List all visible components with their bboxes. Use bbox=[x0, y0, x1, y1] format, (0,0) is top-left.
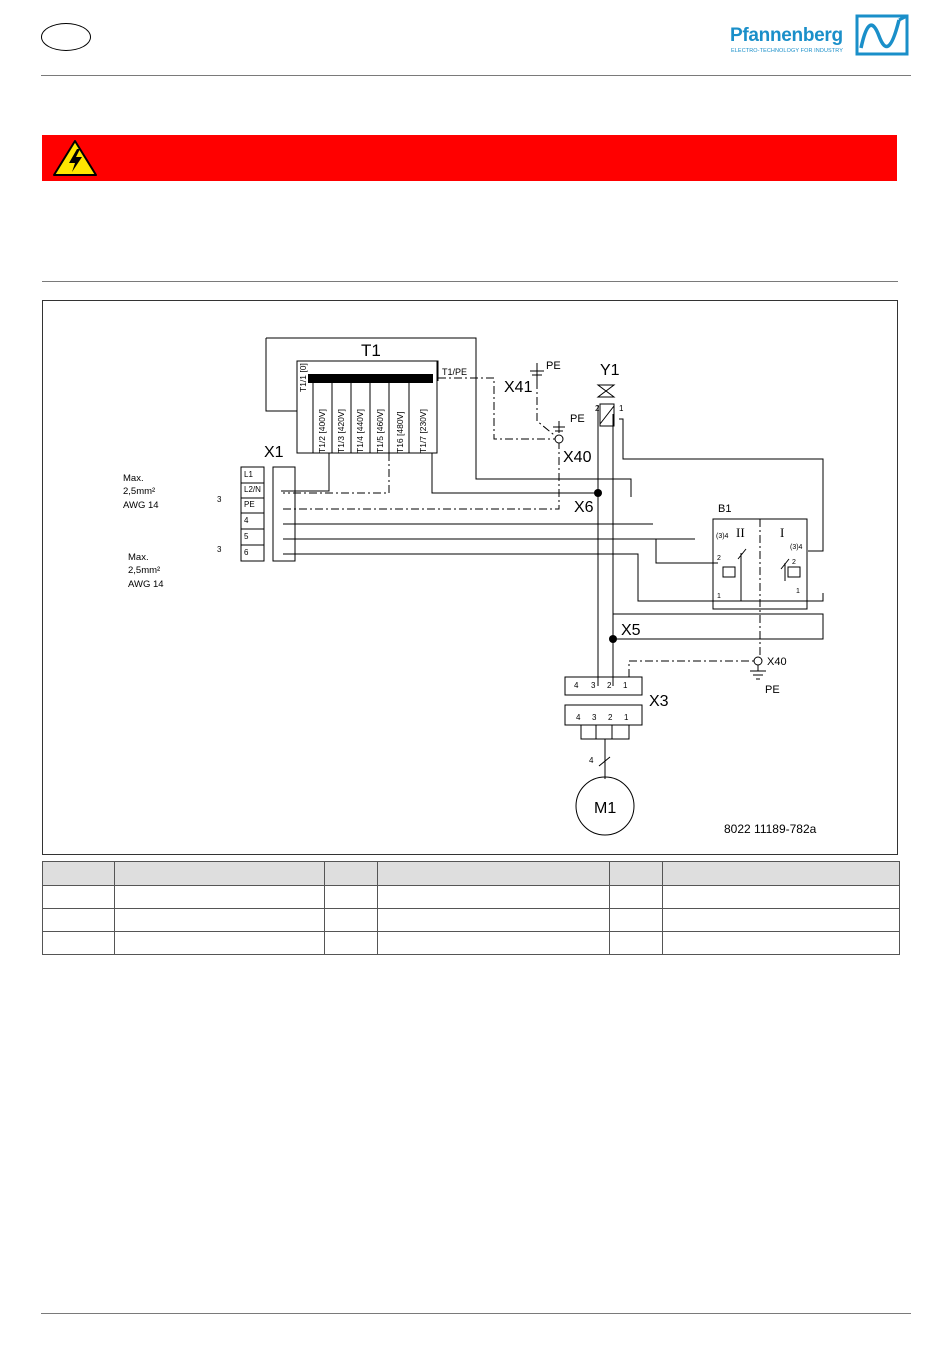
label-x1-terminal-l1: L1 bbox=[244, 470, 253, 479]
table-cell bbox=[377, 908, 610, 932]
label-y1-pin-1: 1 bbox=[619, 404, 624, 413]
label-x3-upper-pin-4: 4 bbox=[574, 681, 579, 690]
label-t1-tap-3: T1/3 [420V] bbox=[336, 409, 346, 453]
label-x3-lower-pin-3: 3 bbox=[592, 713, 597, 722]
label-b1-pin-2-left: 2 bbox=[717, 555, 721, 562]
label-x1-terminal-l2n: L2/N bbox=[244, 485, 261, 494]
table-cell bbox=[662, 861, 900, 886]
label-x3-upper-pin-3: 3 bbox=[591, 681, 596, 690]
table-cell bbox=[324, 908, 378, 932]
label-wire-size-1: 2,5mm² bbox=[123, 486, 155, 497]
table-row bbox=[42, 885, 900, 909]
label-b1-pin-34-right: (3)4 bbox=[790, 544, 803, 551]
label-y1-pin-2: 2 bbox=[595, 404, 600, 413]
drawing-number: 8022 11189-782a bbox=[724, 822, 817, 836]
label-x1-terminal-pe: PE bbox=[244, 500, 255, 509]
table-row bbox=[42, 908, 900, 932]
high-voltage-warning-icon bbox=[53, 140, 97, 176]
label-x3-lower-pin-1: 1 bbox=[624, 713, 629, 722]
warning-banner bbox=[42, 135, 897, 181]
table-cell bbox=[609, 931, 663, 955]
table-cell bbox=[42, 885, 115, 909]
label-x3-upper-pin-1: 1 bbox=[623, 681, 628, 690]
table-cell bbox=[662, 885, 900, 909]
label-pe-3: PE bbox=[765, 684, 780, 696]
label-m1: M1 bbox=[594, 800, 616, 817]
label-x6: X6 bbox=[574, 499, 594, 516]
label-b1: B1 bbox=[718, 503, 731, 515]
label-x40-bottom: X40 bbox=[767, 656, 787, 668]
table-cell bbox=[324, 931, 378, 955]
table-cell bbox=[114, 908, 325, 932]
table-cell bbox=[609, 908, 663, 932]
label-t1-tap-2: T1/2 [400V] bbox=[317, 409, 327, 453]
label-x3-upper-pin-2: 2 bbox=[607, 681, 612, 690]
label-t1-tap-1: T1/1 [0] bbox=[298, 363, 308, 392]
label-wire-size-2: 2,5mm² bbox=[128, 565, 160, 576]
label-t1-tap-7: T1/7 [230V] bbox=[418, 409, 428, 453]
pfannenberg-logo: Pfannenberg ELECTRO-TECHNOLOGY FOR INDUS… bbox=[730, 14, 910, 56]
label-wire-count-3a: 3 bbox=[217, 495, 222, 504]
table-header-row bbox=[42, 861, 900, 886]
label-x1-terminal-5: 5 bbox=[244, 532, 249, 541]
label-t1-tap-4: T1/4 [440V] bbox=[355, 409, 365, 453]
table-cell bbox=[42, 861, 115, 886]
table-cell bbox=[114, 861, 325, 886]
label-awg-1: AWG 14 bbox=[123, 500, 159, 511]
label-t1-pe: T1/PE bbox=[442, 367, 467, 377]
country-code-oval bbox=[41, 23, 91, 51]
table-cell bbox=[662, 931, 900, 955]
table-cell bbox=[42, 931, 115, 955]
table-cell bbox=[609, 861, 663, 886]
label-b1-i: I bbox=[780, 525, 784, 540]
label-b1-pin-2-right: 2 bbox=[792, 559, 796, 566]
label-awg-2: AWG 14 bbox=[128, 579, 164, 590]
label-b1-pin-34-left: (3)4 bbox=[716, 533, 729, 540]
label-pe-1: PE bbox=[546, 360, 561, 372]
table-cell bbox=[114, 931, 325, 955]
label-x1-terminal-4: 4 bbox=[244, 516, 249, 525]
table-cell bbox=[377, 885, 610, 909]
wiring-diagram: T1 T1/PE T1/1 [0] T1/2 [400V] T1/3 [420V… bbox=[42, 300, 898, 855]
table-cell bbox=[662, 908, 900, 932]
label-b1-pin-1-left: 1 bbox=[717, 593, 721, 600]
label-t1: T1 bbox=[361, 341, 381, 360]
label-x3-lower-pin-2: 2 bbox=[608, 713, 613, 722]
label-b1-pin-1-right: 1 bbox=[796, 588, 800, 595]
label-b1-ii: II bbox=[736, 525, 745, 540]
label-x1-terminal-6: 6 bbox=[244, 548, 249, 557]
label-x3-lower-pin-4: 4 bbox=[576, 713, 581, 722]
table-cell bbox=[42, 908, 115, 932]
label-t1-tap-6: T16 [480V] bbox=[395, 411, 405, 453]
header-rule bbox=[41, 75, 911, 76]
table-cell bbox=[377, 861, 610, 886]
table-cell bbox=[324, 861, 378, 886]
parts-table bbox=[42, 861, 900, 955]
label-x40-top: X40 bbox=[563, 449, 592, 466]
label-x3: X3 bbox=[649, 693, 669, 710]
label-t1-tap-5: T1/5 [460V] bbox=[375, 409, 385, 453]
label-pe-2: PE bbox=[570, 413, 585, 425]
label-y1: Y1 bbox=[600, 362, 620, 379]
label-x5: X5 bbox=[621, 622, 641, 639]
table-row bbox=[42, 931, 900, 955]
label-wire-count-4: 4 bbox=[589, 756, 594, 765]
label-max-2: Max. bbox=[128, 552, 149, 563]
table-cell bbox=[114, 885, 325, 909]
logo-name: Pfannenberg bbox=[730, 25, 843, 46]
logo-wave-mark bbox=[855, 14, 909, 56]
section-rule bbox=[42, 281, 898, 282]
table-cell bbox=[609, 885, 663, 909]
label-wire-count-3b: 3 bbox=[217, 545, 222, 554]
table-cell bbox=[377, 931, 610, 955]
footer-rule bbox=[41, 1313, 911, 1314]
logo-tagline: ELECTRO-TECHNOLOGY FOR INDUSTRY bbox=[731, 48, 843, 54]
table-cell bbox=[324, 885, 378, 909]
label-x41: X41 bbox=[504, 379, 533, 396]
label-x1: X1 bbox=[264, 444, 284, 461]
label-max-1: Max. bbox=[123, 473, 144, 484]
wiring-diagram-drawing: T1 T1/PE T1/1 [0] T1/2 [400V] T1/3 [420V… bbox=[123, 337, 824, 836]
